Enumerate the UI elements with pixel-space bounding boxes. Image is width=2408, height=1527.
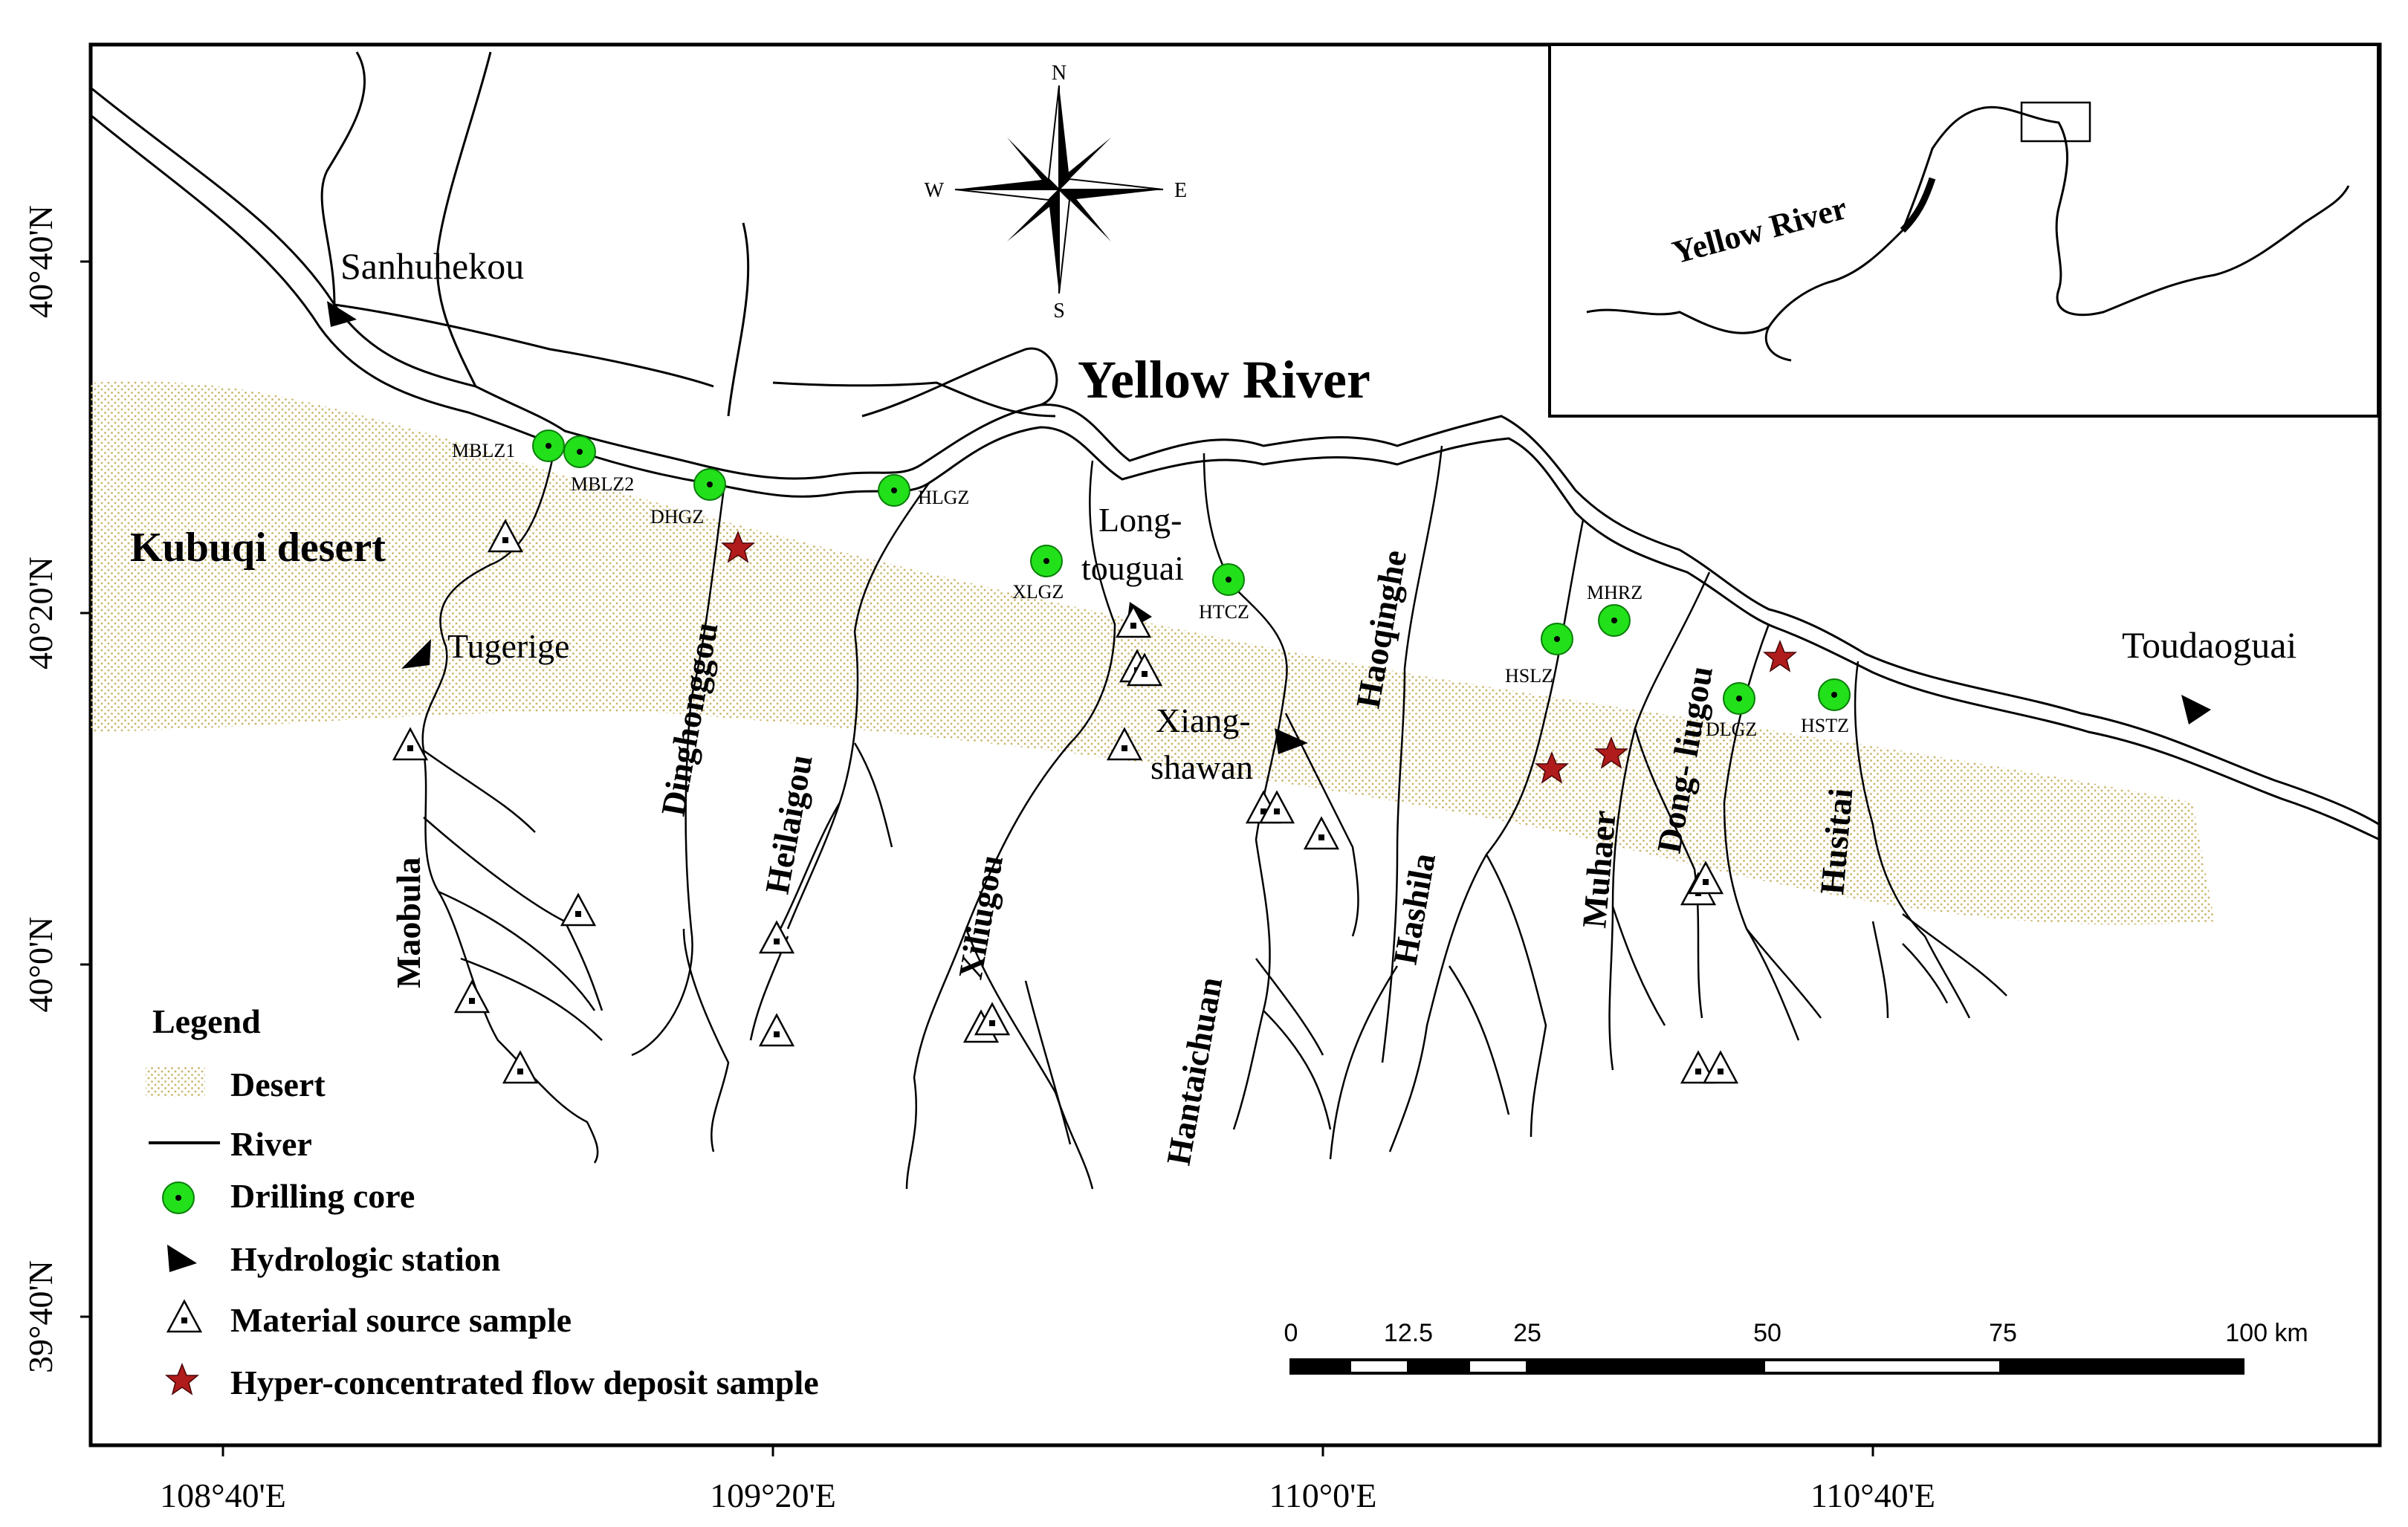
place-toudaoguai: Toudaoguai bbox=[2122, 624, 2297, 666]
place-tugerige: Tugerige bbox=[447, 627, 569, 665]
lat-tick-2: 40°20'N bbox=[22, 557, 59, 670]
lat-tick-3: 40°0'N bbox=[22, 917, 59, 1013]
kubuqi-desert-label: Kubuqi desert bbox=[130, 525, 386, 571]
yellow-river-label: Yellow River bbox=[1078, 350, 1370, 409]
legend-station-symbol bbox=[167, 1245, 197, 1272]
core-mblz1 bbox=[532, 429, 565, 462]
place-longtouguai-2: touguai bbox=[1081, 549, 1184, 587]
legend-title: Legend bbox=[152, 1002, 261, 1040]
legend-hyper-concentrated: Hyper-concentrated flow deposit sample bbox=[230, 1364, 819, 1401]
yellow-river bbox=[90, 51, 2381, 841]
place-sanhuhekou: Sanhuhekou bbox=[340, 245, 524, 287]
legend-core-symbol bbox=[162, 1181, 195, 1214]
scale-bar: 0 12.5 25 50 75 100 km bbox=[1284, 1319, 2308, 1375]
lon-tick-4: 110°40'E bbox=[1810, 1476, 1935, 1514]
label-dhgz: DHGZ bbox=[650, 506, 704, 528]
scale-label-0: 0 bbox=[1284, 1319, 1298, 1347]
compass-w: W bbox=[925, 179, 945, 202]
lon-tick-1: 108°40'E bbox=[160, 1476, 286, 1514]
station-toudaoguai bbox=[2181, 695, 2211, 724]
inset-map: Yellow River bbox=[1548, 43, 2380, 418]
label-hlgz: HLGZ bbox=[918, 487, 969, 508]
compass-e: E bbox=[1174, 179, 1187, 202]
label-mblz2: MBLZ2 bbox=[571, 473, 634, 495]
trib-husitai: Husitai bbox=[1813, 787, 1860, 896]
core-hstz bbox=[1818, 678, 1851, 711]
scale-label-75: 75 bbox=[1989, 1319, 2017, 1347]
core-dhgz bbox=[693, 468, 726, 501]
label-xlgz: XLGZ bbox=[1012, 581, 1064, 603]
lon-tick-3: 110°0'E bbox=[1269, 1476, 1376, 1514]
core-hslz bbox=[1541, 623, 1573, 655]
place-xiangshawan-1: Xiang- bbox=[1156, 701, 1251, 739]
lat-tick-4: 39°40'N bbox=[22, 1260, 59, 1373]
lat-tick-1: 40°40'N bbox=[22, 205, 59, 318]
core-htcz bbox=[1212, 563, 1245, 596]
scale-label-50: 50 bbox=[1753, 1319, 1781, 1347]
station-tugerige bbox=[401, 639, 431, 669]
place-xiangshawan-2: shawan bbox=[1150, 748, 1253, 786]
label-hslz: HSLZ bbox=[1505, 665, 1553, 687]
desert-area bbox=[91, 381, 2215, 925]
legend-drilling-core: Drilling core bbox=[230, 1177, 415, 1215]
legend-desert: Desert bbox=[230, 1066, 326, 1103]
label-mhrz: MHRZ bbox=[1587, 582, 1642, 603]
axis-ticks bbox=[80, 260, 1874, 1456]
legend-hydrologic-station: Hydrologic station bbox=[230, 1240, 500, 1278]
scale-label-25: 25 bbox=[1513, 1319, 1541, 1347]
label-hstz: HSTZ bbox=[1801, 715, 1849, 736]
compass-n: N bbox=[1052, 62, 1067, 85]
core-dlgz bbox=[1723, 682, 1755, 715]
inset-study-area-box bbox=[2020, 101, 2091, 143]
legend-material-source: Material source sample bbox=[230, 1301, 572, 1339]
core-hlgz bbox=[878, 474, 910, 507]
label-htcz: HTCZ bbox=[1199, 601, 1249, 623]
scale-label-100: 100 km bbox=[2225, 1319, 2308, 1347]
trib-maobula: Maobula bbox=[389, 857, 427, 988]
legend-river: River bbox=[230, 1125, 312, 1163]
station-sanhuhekou bbox=[327, 301, 357, 327]
station-xiangshawan bbox=[1275, 728, 1308, 754]
core-mblz2 bbox=[563, 435, 596, 468]
legend: Legend Desert River Drilling core Hydrol… bbox=[146, 1002, 819, 1401]
lon-tick-2: 109°20'E bbox=[710, 1476, 836, 1514]
place-longtouguai-1: Long- bbox=[1098, 501, 1182, 539]
legend-desert-swatch bbox=[146, 1066, 205, 1098]
core-mhrz bbox=[1598, 604, 1631, 637]
scale-label-12: 12.5 bbox=[1384, 1319, 1433, 1347]
label-mblz1: MBLZ1 bbox=[452, 440, 515, 461]
core-xlgz bbox=[1030, 545, 1063, 577]
compass-s: S bbox=[1053, 299, 1065, 322]
north-arrow: N S E W bbox=[925, 62, 1188, 322]
label-dlgz: DLGZ bbox=[1706, 719, 1757, 740]
